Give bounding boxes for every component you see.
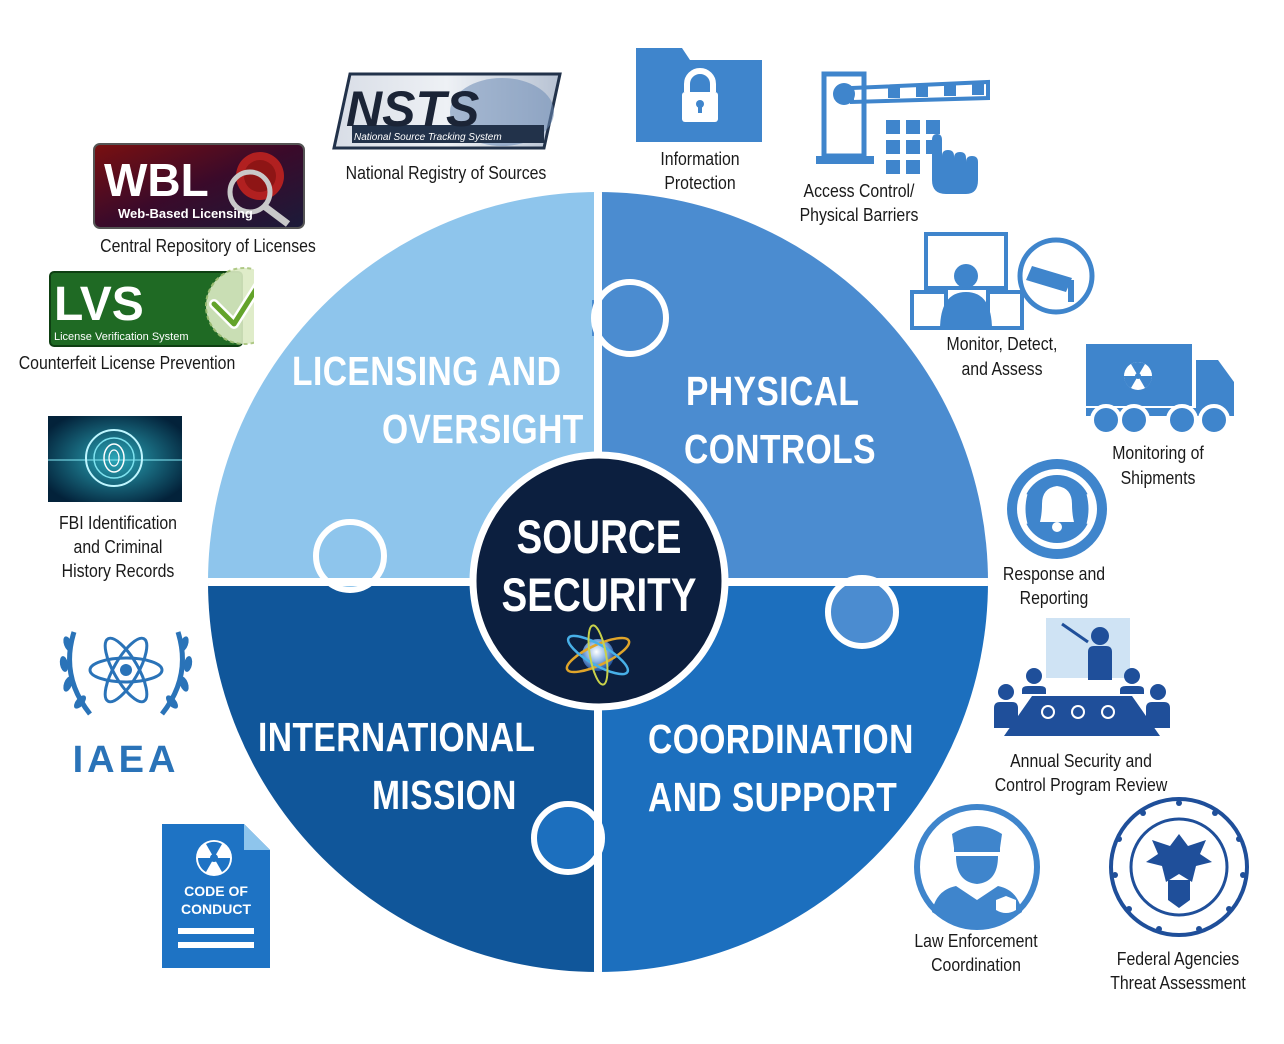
law-caption-line1: Law Enforcement bbox=[914, 931, 1038, 951]
iaea-logo: IAEA bbox=[59, 631, 193, 781]
barrier-keypad-icon bbox=[816, 71, 990, 194]
coordination-label-line1: COORDINATION bbox=[648, 716, 914, 762]
access-caption-line1: Access Control/ bbox=[803, 181, 915, 201]
fbi-caption-line1: FBI Identification bbox=[58, 513, 177, 533]
center-title-line2: SECURITY bbox=[501, 568, 697, 621]
wbl-subtitle: Web-Based Licensing bbox=[118, 206, 253, 221]
shipments-caption-line1: Monitoring of bbox=[1112, 443, 1204, 463]
monitor-caption-line1: Monitor, Detect, bbox=[946, 334, 1058, 354]
atom-orb-icon bbox=[565, 624, 631, 686]
international-label-line1: INTERNATIONAL bbox=[258, 714, 536, 760]
wbl-caption: Central Repository of Licenses bbox=[100, 236, 316, 256]
review-caption-line1: Annual Security and bbox=[1010, 751, 1152, 771]
response-caption-line2: Reporting bbox=[1019, 588, 1089, 608]
nsts-title: NSTS bbox=[346, 81, 479, 137]
puzzle-tab-top bbox=[594, 282, 666, 354]
nsts-logo: NSTS National Source Tracking System bbox=[332, 72, 562, 150]
lvs-logo: LVS License Verification System bbox=[49, 267, 254, 347]
alarm-bell-icon bbox=[1007, 459, 1107, 559]
lvs-caption: Counterfeit License Prevention bbox=[18, 353, 236, 373]
nsts-subtitle: National Source Tracking System bbox=[354, 132, 502, 143]
radioactive-truck-icon bbox=[1086, 344, 1234, 436]
puzzle-tab-bottom bbox=[534, 804, 602, 872]
folder-lock-icon bbox=[636, 48, 762, 142]
lvs-subtitle: License Verification System bbox=[54, 331, 189, 343]
puzzle-tab-right bbox=[828, 578, 896, 646]
info-caption-line1: Information bbox=[660, 149, 740, 169]
federal-caption-line1: Federal Agencies bbox=[1116, 949, 1240, 969]
nsts-caption: National Registry of Sources bbox=[345, 163, 547, 183]
lvs-title: LVS bbox=[54, 278, 144, 331]
coordination-label-line2: AND SUPPORT bbox=[648, 774, 898, 820]
code-line2: CONDUCT bbox=[181, 901, 251, 917]
response-caption-line1: Response and bbox=[1002, 564, 1106, 584]
wbl-title: WBL bbox=[104, 154, 209, 206]
monitor-caption-line2: and Assess bbox=[961, 359, 1043, 379]
international-label-line2: MISSION bbox=[372, 772, 517, 818]
physical-label-line1: PHYSICAL bbox=[686, 368, 860, 414]
center-title-line1: SOURCE bbox=[516, 510, 682, 563]
review-caption-line2: Control Program Review bbox=[994, 775, 1168, 795]
access-caption-line2: Physical Barriers bbox=[799, 205, 919, 225]
info-caption-line2: Protection bbox=[664, 173, 736, 193]
federal-caption-line2: Threat Assessment bbox=[1110, 973, 1246, 993]
surveillance-monitor-icon bbox=[910, 232, 1095, 330]
fbi-caption-line2: and Criminal bbox=[73, 537, 163, 557]
fingerprint-image bbox=[48, 416, 182, 502]
licensing-label-line1: LICENSING AND bbox=[292, 348, 562, 394]
law-caption-line2: Coordination bbox=[931, 955, 1021, 975]
shipments-caption-line2: Shipments bbox=[1120, 468, 1196, 488]
licensing-label-line2: OVERSIGHT bbox=[382, 406, 584, 452]
wbl-logo: WBL Web-Based Licensing bbox=[93, 143, 305, 229]
iaea-label: IAEA bbox=[73, 739, 180, 781]
dhs-seal-icon bbox=[1109, 797, 1249, 937]
center-hub bbox=[469, 451, 729, 711]
code-line1: CODE OF bbox=[184, 883, 248, 899]
police-officer-icon bbox=[914, 804, 1040, 930]
code-of-conduct-icon: CODE OF CONDUCT bbox=[162, 824, 270, 968]
meeting-presentation-icon bbox=[994, 618, 1170, 736]
fbi-caption-line3: History Records bbox=[61, 561, 175, 581]
physical-label-line2: CONTROLS bbox=[684, 426, 876, 472]
